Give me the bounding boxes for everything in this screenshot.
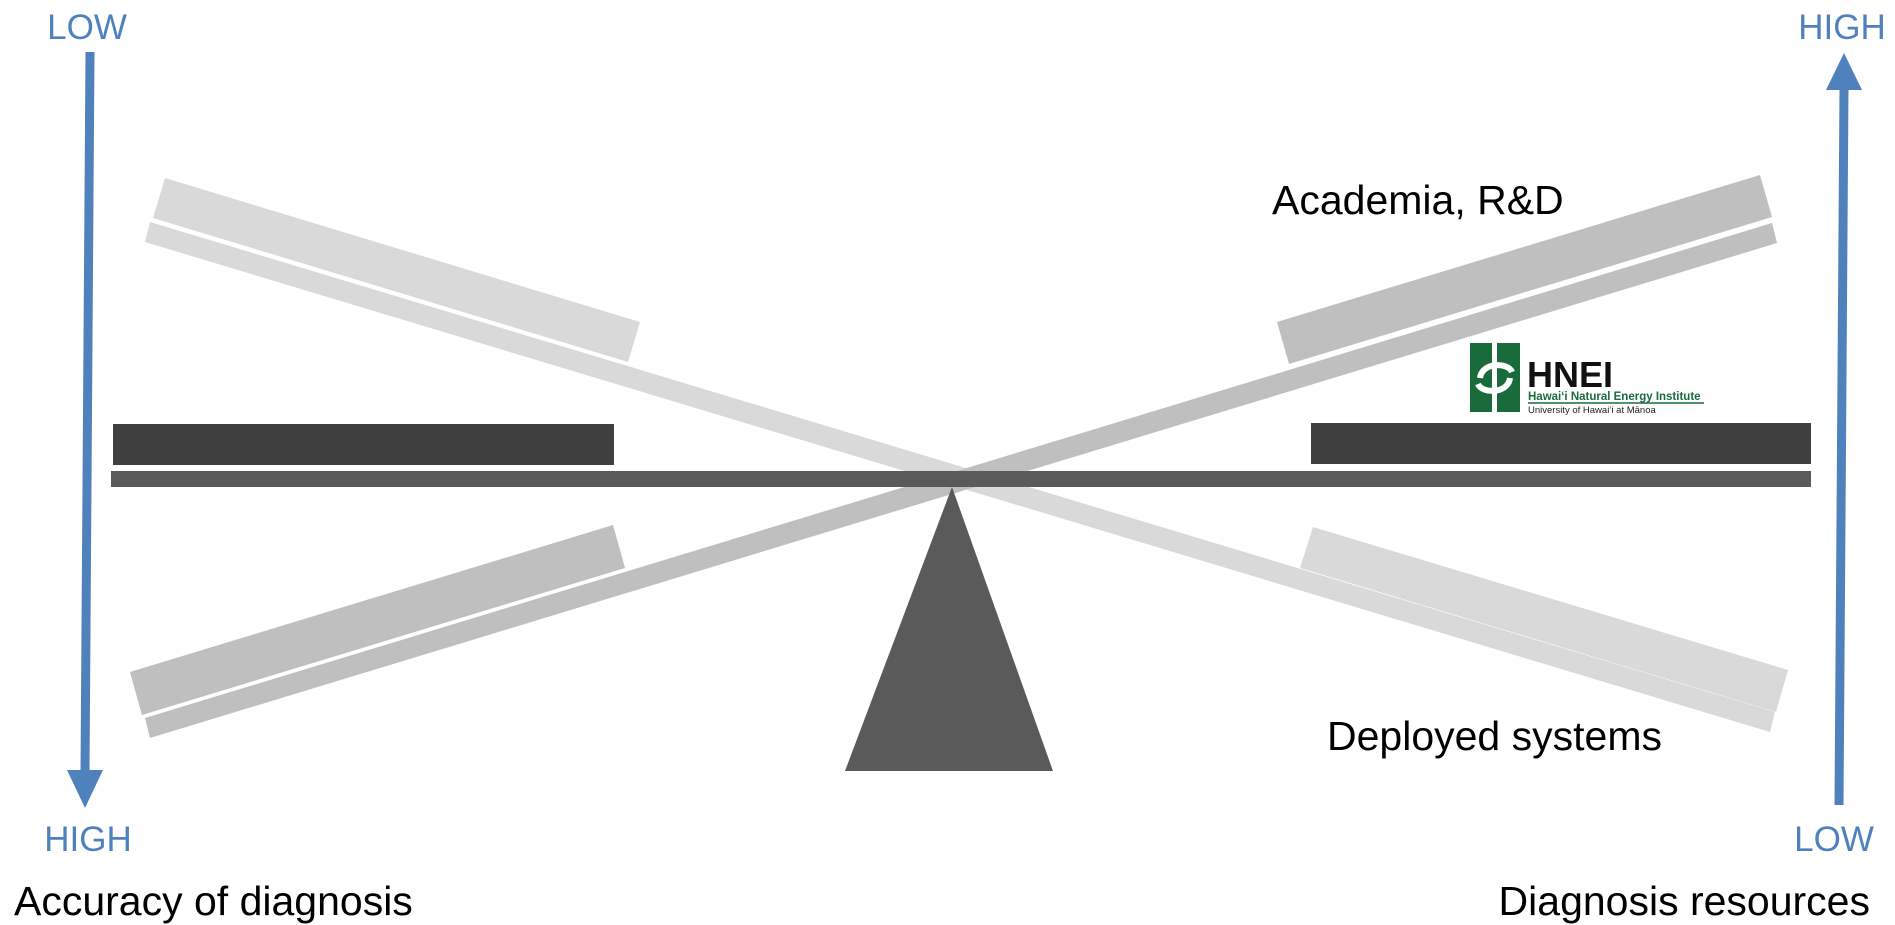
beam-level bbox=[111, 471, 1811, 487]
right-axis-caption: Diagnosis resources bbox=[1499, 878, 1870, 924]
logo-affiliation: University of Hawai‘i at Mānoa bbox=[1528, 405, 1656, 416]
plank-tilt-a-right bbox=[1300, 527, 1788, 712]
arrow-up-icon bbox=[1826, 53, 1862, 90]
hnei-logo: HNEI Hawai‘i Natural Energy Institute Un… bbox=[1470, 343, 1704, 416]
left-axis-bottom-label: HIGH bbox=[44, 820, 132, 859]
plank-level-right bbox=[1311, 423, 1811, 464]
logo-acronym: HNEI bbox=[1527, 354, 1613, 395]
left-axis-caption: Accuracy of diagnosis bbox=[14, 878, 413, 924]
plank-tilt-a bbox=[153, 178, 640, 362]
logo-institute-name: Hawai‘i Natural Energy Institute bbox=[1528, 391, 1701, 403]
plank-tilt-b-right bbox=[1277, 175, 1772, 364]
academia-label: Academia, R&D bbox=[1272, 177, 1564, 223]
left-axis-arrow bbox=[67, 51, 103, 808]
plank-tilt-b-left bbox=[130, 525, 625, 715]
left-axis-top-label: LOW bbox=[47, 8, 127, 47]
logo-swirl-icon bbox=[1475, 362, 1515, 394]
level-beam bbox=[111, 423, 1811, 487]
plank-level-left bbox=[113, 424, 614, 465]
arrow-down-icon bbox=[67, 770, 103, 808]
right-axis-top-label: HIGH bbox=[1798, 8, 1886, 47]
right-axis-arrow bbox=[1826, 53, 1862, 806]
deployed-systems-label: Deployed systems bbox=[1327, 713, 1662, 759]
fulcrum-triangle bbox=[845, 487, 1053, 771]
right-axis-bottom-label: LOW bbox=[1794, 820, 1874, 859]
